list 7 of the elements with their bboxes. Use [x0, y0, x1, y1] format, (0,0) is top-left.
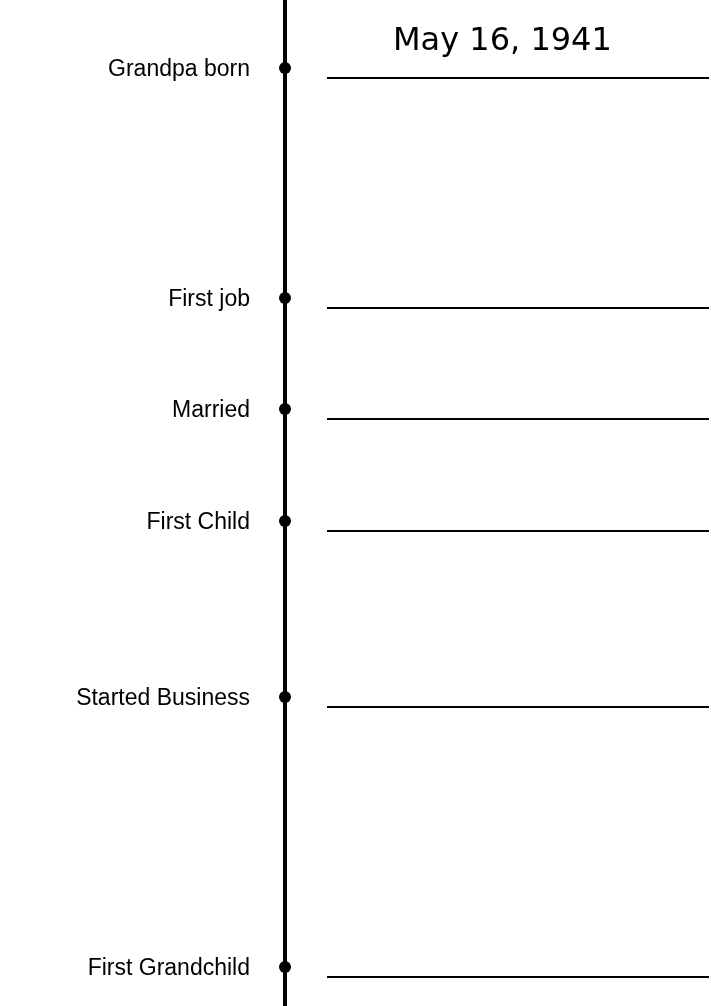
event-label: Started Business: [76, 683, 250, 711]
event-label: Grandpa born: [108, 54, 250, 82]
event-label: First job: [168, 284, 250, 312]
event-label: First Child: [146, 507, 250, 535]
event-label: First Grandchild: [87, 953, 250, 981]
event-label: Married: [172, 395, 250, 423]
date-text: May 16, 1941: [393, 20, 612, 58]
